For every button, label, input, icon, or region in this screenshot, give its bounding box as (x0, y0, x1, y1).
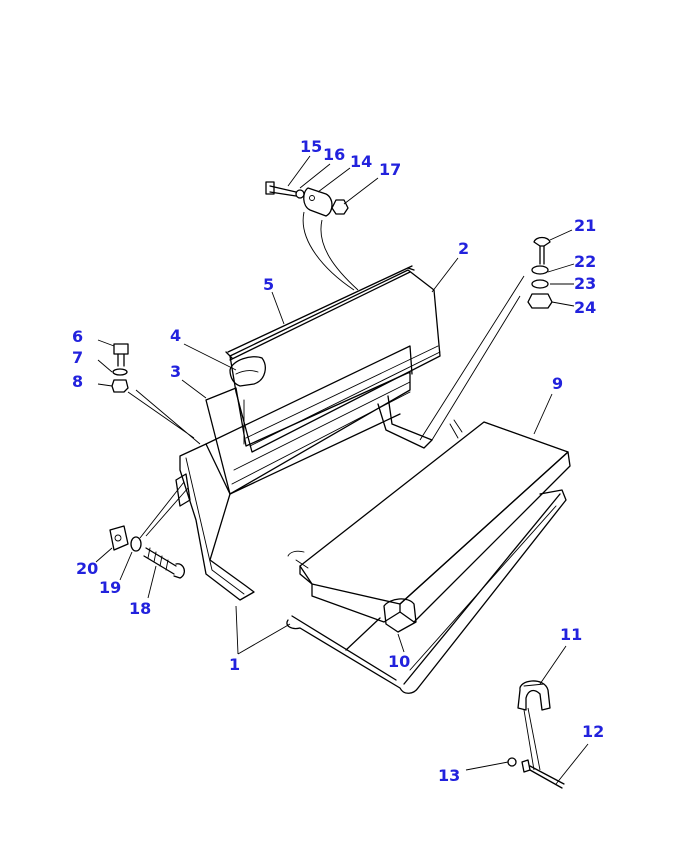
callout-18: 18 (129, 599, 152, 618)
left-bolt-assembly (111, 343, 201, 445)
callout-21: 21 (574, 216, 597, 235)
frame-part (179, 345, 567, 694)
clamp-assembly (507, 680, 565, 789)
cushion-corner-part (383, 598, 417, 633)
callout-4: 4 (170, 326, 182, 345)
upper-bolt-assembly (265, 181, 359, 291)
callout-8: 8 (72, 372, 84, 391)
callout-24: 24 (574, 298, 597, 317)
callout-12: 12 (582, 722, 605, 741)
callout-5: 5 (263, 275, 275, 294)
seat-cushion-part (287, 419, 571, 623)
callout-14: 14 (350, 152, 373, 171)
callout-17: 17 (379, 160, 402, 179)
callout-15: 15 (300, 137, 323, 156)
callout-10: 10 (388, 652, 411, 671)
callout-16: 16 (323, 145, 346, 164)
callout-3: 3 (170, 362, 182, 381)
right-bolt-assembly (419, 236, 553, 441)
side-bolt-assembly (109, 473, 191, 579)
callout-23: 23 (574, 274, 597, 293)
callout-20: 20 (76, 559, 99, 578)
callout-leaders (95, 155, 589, 785)
callout-19: 19 (99, 578, 122, 597)
callout-6: 6 (72, 327, 84, 346)
callout-7: 7 (72, 348, 84, 367)
callout-9: 9 (552, 374, 564, 393)
callout-22: 22 (574, 252, 597, 271)
corner-cap-part (229, 356, 266, 387)
backrest-part (225, 265, 441, 453)
callout-1: 1 (229, 655, 241, 674)
callout-11: 11 (560, 625, 583, 644)
callout-13: 13 (438, 766, 461, 785)
callout-2: 2 (458, 239, 470, 258)
